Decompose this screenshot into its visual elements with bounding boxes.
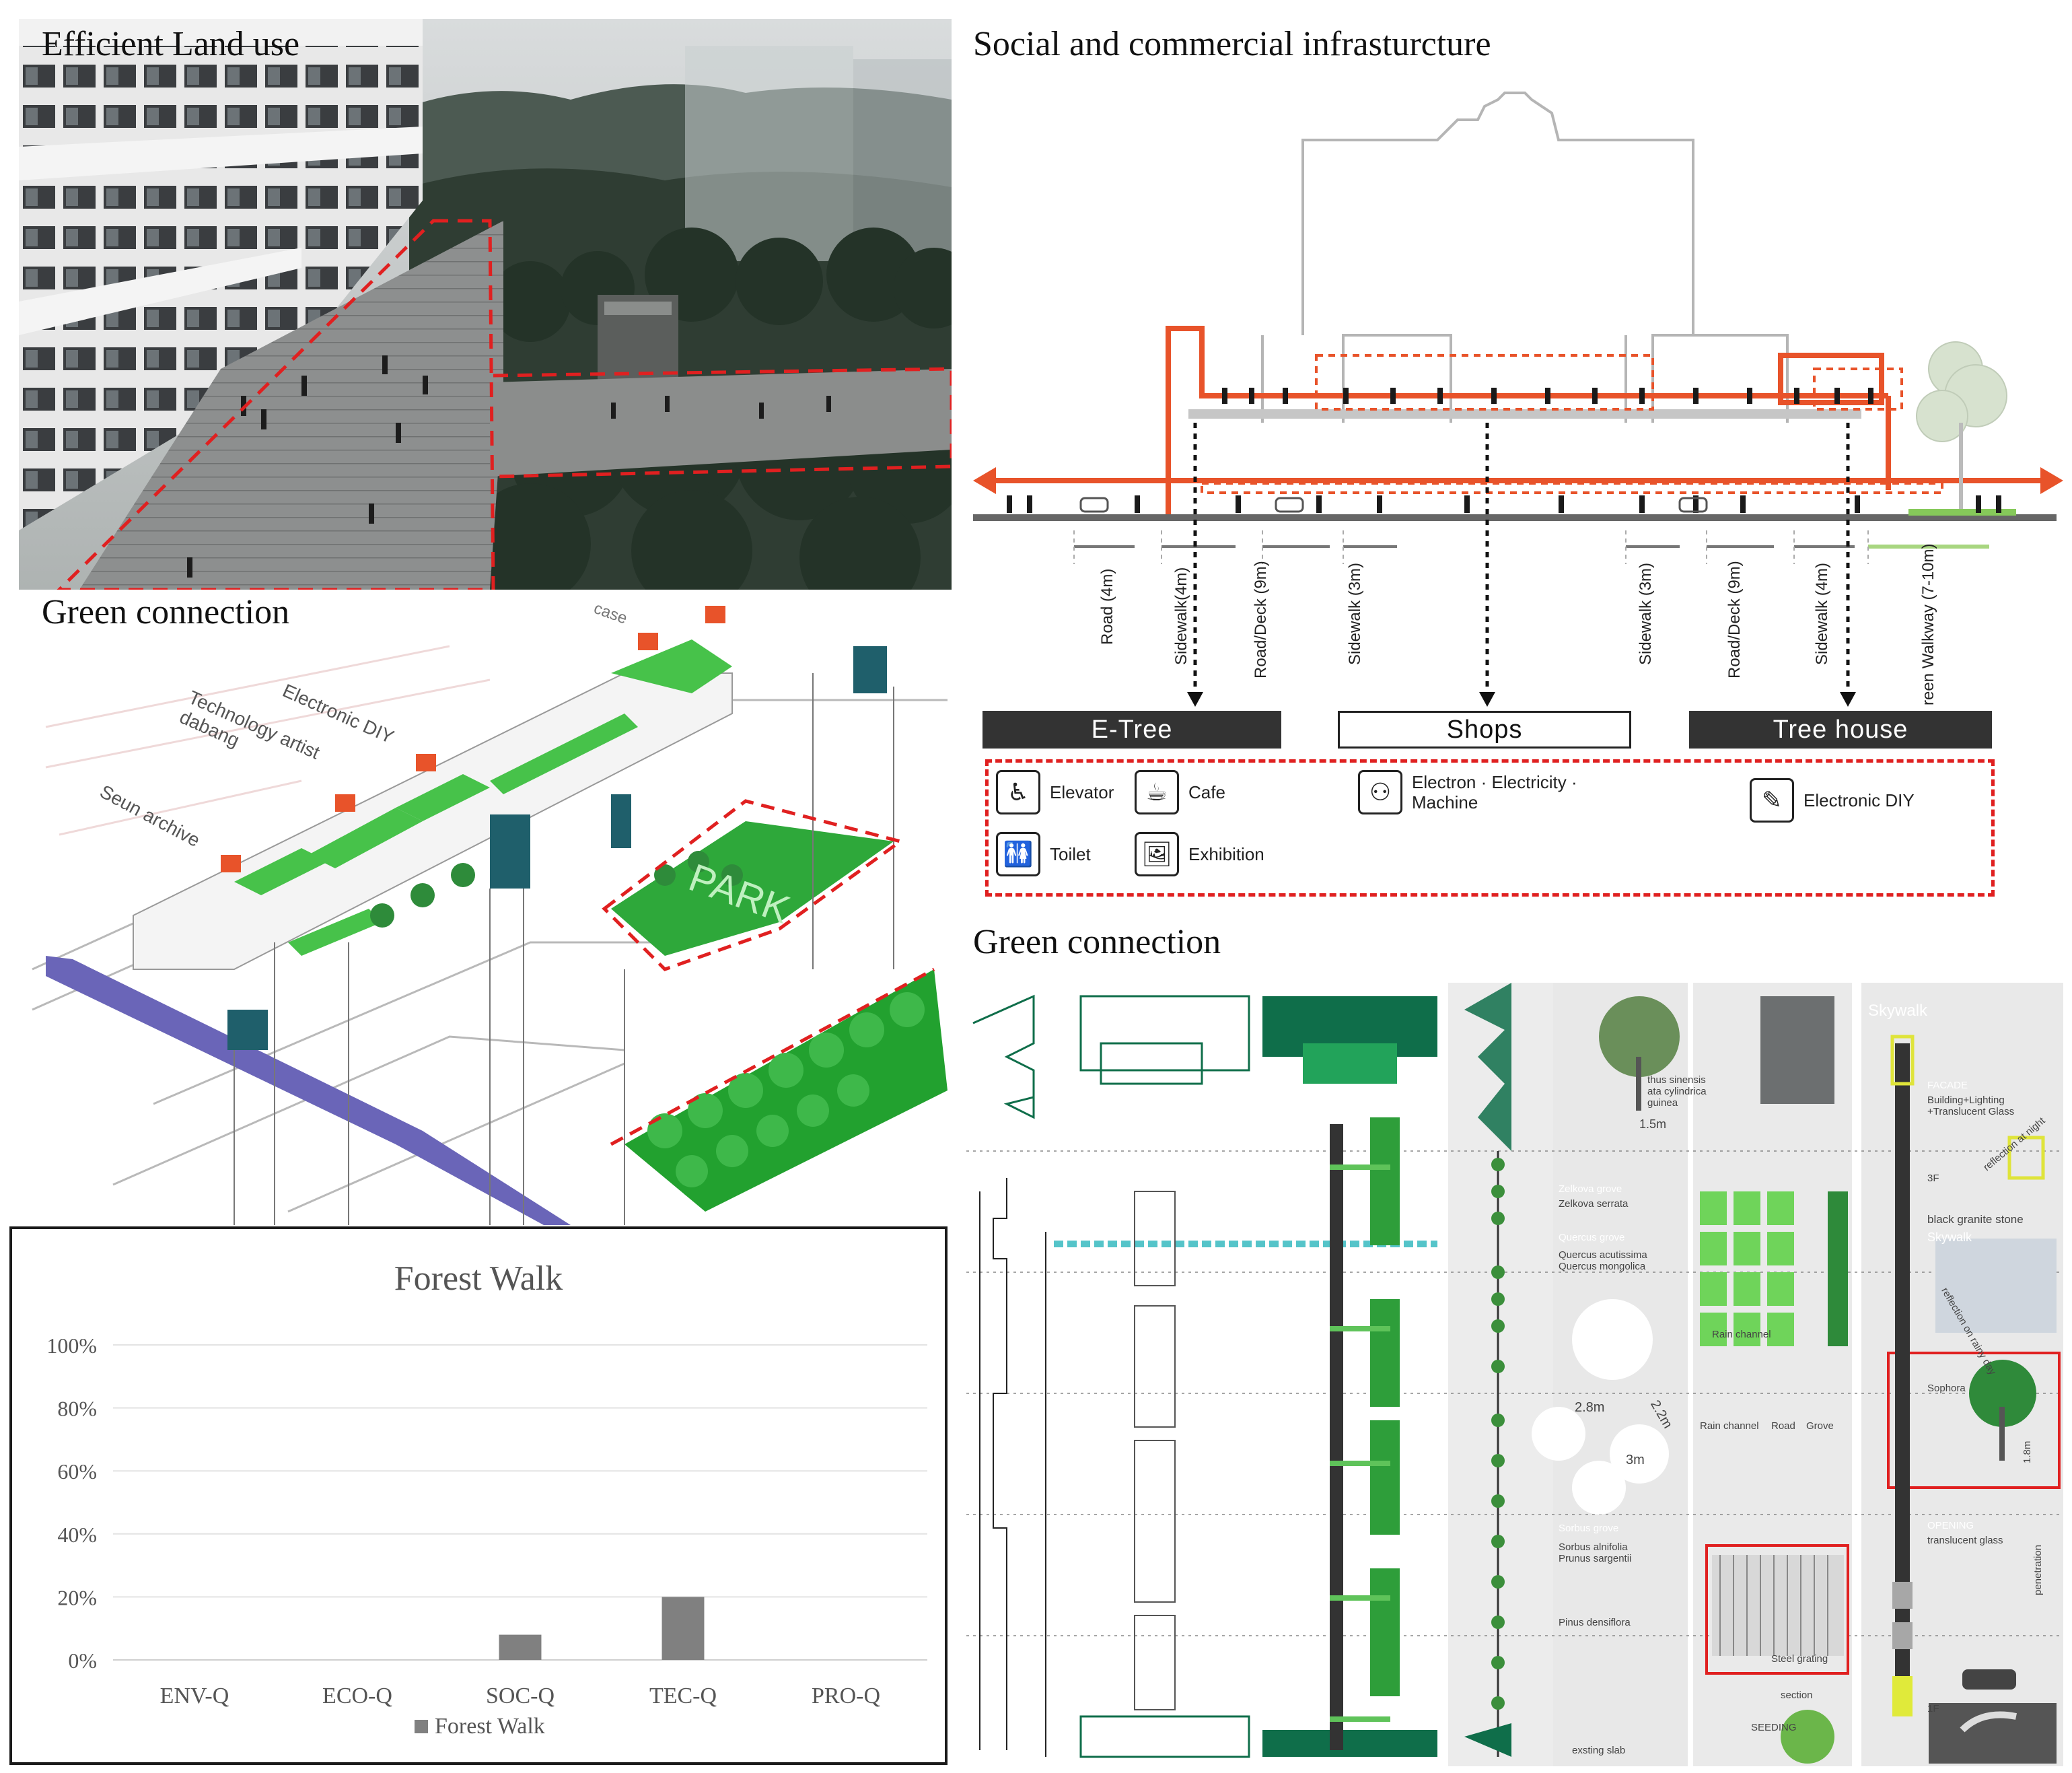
bar-soc-q bbox=[499, 1634, 542, 1660]
toilet-icon: 🚻 bbox=[996, 832, 1040, 876]
opening-heading: OPENING bbox=[1927, 1520, 1974, 1531]
section-label-road-deck-9m-right: Road/Deck (9m) bbox=[1725, 561, 1744, 679]
dim-1-5m: 1.5m bbox=[1639, 1117, 1667, 1131]
sorbus-species: Sorbus alnifolia Prunus sargentii bbox=[1559, 1541, 1632, 1564]
quercus-species: Quercus acutissima Quercus mongolica bbox=[1559, 1249, 1647, 1272]
section-label-road-deck-9m: Road/Deck (9m) bbox=[1252, 561, 1270, 679]
seeding-label: SEEDING bbox=[1751, 1722, 1797, 1733]
amenity-electronic-diy-label: Electronic DIY bbox=[1803, 790, 1915, 810]
sophora-label: Sophora bbox=[1927, 1383, 1966, 1394]
amenity-cafe-label: Cafe bbox=[1188, 781, 1225, 802]
section-label: section bbox=[1781, 1690, 1813, 1701]
social-commercial-panel: Social and commercial infrasturcture bbox=[966, 19, 2067, 907]
green-connection-iso-panel: Green connection Electronic DIY Technolo… bbox=[19, 592, 952, 1225]
section-label-road-4m: Road (4m) bbox=[1098, 568, 1116, 645]
y-tick-label: 40% bbox=[57, 1523, 97, 1547]
chart-title: Forest Walk bbox=[394, 1259, 563, 1298]
rain-channel-label: Rain channel bbox=[1700, 1420, 1759, 1432]
grove-label: Grove bbox=[1806, 1420, 1834, 1432]
cafe-cup-icon: ☕ bbox=[1135, 770, 1179, 814]
dim-2-8m: 2.8m bbox=[1575, 1400, 1605, 1415]
species-upper: thus sinensis ata cylindrica guinea bbox=[1647, 1074, 1707, 1109]
zelkova-heading: Zelkova grove bbox=[1559, 1183, 1622, 1195]
green-connection-plan-strips bbox=[966, 983, 2063, 1766]
section-label-green-walkway: reen Walkway (7-10m) bbox=[1919, 543, 1937, 705]
efficient-land-use-title: Efficient Land use bbox=[42, 25, 300, 63]
amenity-exhibition-label: Exhibition bbox=[1188, 843, 1264, 864]
amenity-electron-label: Electron · Electricity · Machine bbox=[1412, 772, 1577, 812]
exhibition-icon: 🖼 bbox=[1135, 832, 1179, 876]
bar-tec-q bbox=[662, 1597, 705, 1660]
electron-people-icon: ⚇ bbox=[1358, 770, 1402, 814]
chart-legend: Forest Walk bbox=[415, 1714, 545, 1739]
x-tick-label: SOC-Q bbox=[486, 1683, 555, 1708]
road-label: Road bbox=[1771, 1420, 1795, 1432]
dim-1-8m: 1.8m bbox=[2022, 1440, 2033, 1463]
amenity-toilet-label: Toilet bbox=[1050, 843, 1091, 864]
x-tick-label: ENV-Q bbox=[160, 1683, 229, 1708]
floor-3f-label: 3F bbox=[1927, 1173, 1939, 1184]
y-tick-label: 80% bbox=[57, 1397, 97, 1421]
facade-heading: FACADE bbox=[1927, 1080, 1968, 1091]
y-tick-label: 100% bbox=[46, 1333, 97, 1358]
amenity-electron: ⚇ Electron · Electricity · Machine bbox=[1358, 770, 1614, 814]
floor-1f-label: 1F bbox=[1927, 1703, 1939, 1714]
green-connection-plans-panel: Green connection bbox=[966, 922, 2067, 1773]
electronic-diy-tools-icon: ✎ bbox=[1750, 778, 1794, 823]
elevator-wheelchair-icon: ♿ bbox=[996, 770, 1040, 814]
amenity-toilet: 🚻 Toilet bbox=[996, 832, 1091, 876]
section-label-sidewalk-3m-right: Sidewalk (3m) bbox=[1637, 562, 1655, 665]
amenities-box bbox=[985, 759, 1995, 897]
sorbus-heading: Sorbus grove bbox=[1559, 1523, 1619, 1534]
steel-grating-label: Steel grating bbox=[1771, 1653, 1828, 1665]
x-tick-label: ECO-Q bbox=[322, 1683, 392, 1708]
forest-walk-bar-chart: 0% 20% 40% 60% 80% 100% ENV-Q ECO-Q SOC-Q TEC-Q PR… bbox=[46, 1333, 927, 1708]
green-connection-title-right: Green connection bbox=[973, 923, 1221, 961]
legend-swatch bbox=[415, 1720, 428, 1733]
translucent-label: translucent glass bbox=[1927, 1535, 2003, 1546]
amenity-elevator: ♿ Elevator bbox=[996, 770, 1114, 814]
category-tree-house: Tree house bbox=[1689, 711, 1992, 749]
existing-slab-label: exsting slab bbox=[1572, 1745, 1626, 1756]
section-label-sidewalk-4m-right: Sidewalk (4m) bbox=[1813, 562, 1831, 665]
efficient-land-use-panel: Efficient Land use bbox=[19, 19, 952, 590]
penetration-label: penetration bbox=[2032, 1544, 2044, 1595]
facade-desc: Building+Lighting +Translucent Glass bbox=[1927, 1094, 2015, 1117]
amenity-exhibition: 🖼 Exhibition bbox=[1135, 832, 1264, 876]
quercus-heading: Quercus grove bbox=[1559, 1232, 1625, 1243]
green-connection-axonometric bbox=[19, 592, 952, 1225]
skywalk-heading: Skywalk bbox=[1868, 1002, 1928, 1020]
y-tick-label: 60% bbox=[57, 1459, 97, 1484]
amenity-cafe: ☕ Cafe bbox=[1135, 770, 1225, 814]
x-tick-label: TEC-Q bbox=[649, 1683, 717, 1708]
zelkova-species: Zelkova serrata bbox=[1559, 1198, 1629, 1210]
social-commercial-title: Social and commercial infrasturcture bbox=[973, 25, 1491, 63]
section-label-sidewalk-3m-left: Sidewalk (3m) bbox=[1346, 562, 1364, 665]
amenity-elevator-label: Elevator bbox=[1050, 781, 1114, 802]
amenity-electronic-diy: ✎ Electronic DIY bbox=[1750, 778, 1915, 823]
efficient-land-use-rendering bbox=[19, 19, 952, 590]
legend-label: Forest Walk bbox=[435, 1714, 545, 1739]
forest-walk-chart-panel: Forest Walk 0% 20% 40% 60% 80% 100% ENV-Q ECO-Q… bbox=[9, 1226, 948, 1765]
street-section-diagram bbox=[973, 92, 2063, 707]
rain-channel-plan-label: Rain channel bbox=[1712, 1329, 1771, 1340]
green-connection-title-left: Green connection bbox=[42, 593, 290, 631]
category-e-tree: E-Tree bbox=[983, 711, 1281, 749]
y-tick-label: 20% bbox=[57, 1585, 97, 1609]
pinus-species: Pinus densiflora bbox=[1559, 1617, 1631, 1628]
dim-3m: 3m bbox=[1626, 1453, 1645, 1467]
category-shops: Shops bbox=[1338, 711, 1631, 749]
skywalk-label: Skywalk bbox=[1927, 1230, 1972, 1244]
section-label-sidewalk-4m: Sidewalk(4m) bbox=[1172, 567, 1190, 665]
x-tick-label: PRO-Q bbox=[812, 1683, 880, 1708]
black-granite-label: black granite stone bbox=[1927, 1213, 2024, 1226]
y-tick-label: 0% bbox=[68, 1648, 97, 1673]
